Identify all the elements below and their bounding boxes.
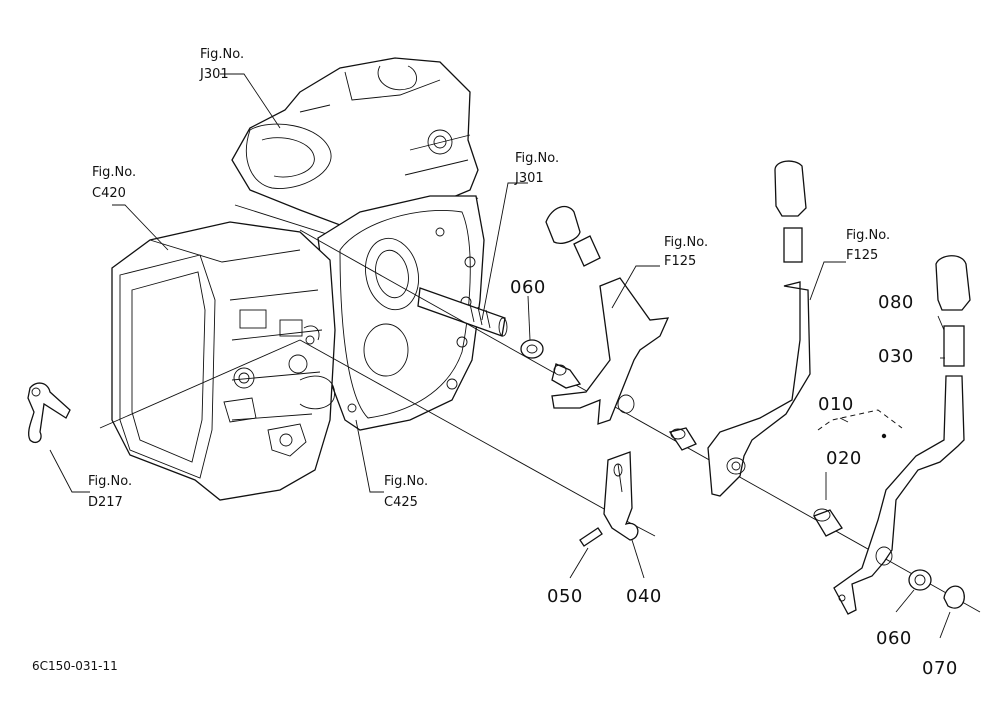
fig-ref-line1: Fig.No. (200, 47, 244, 62)
part-number-060-lower: 060 (876, 628, 912, 649)
fig-ref-line1: Fig.No. (88, 474, 132, 489)
part-number-020: 020 (826, 448, 862, 469)
transmission-housing-drawing (27, 57, 508, 501)
fig-ref-line2: F125 (846, 248, 878, 263)
part-number-040: 040 (626, 586, 662, 607)
leader-lines (49, 73, 951, 639)
part-number-070: 070 (922, 658, 958, 679)
arm-040 (603, 451, 639, 541)
figure-reference-j301-top: Fig.No. J301 (199, 47, 244, 82)
washer-060-upper (520, 339, 544, 359)
fig-ref-line2: J301 (199, 67, 229, 82)
fig-ref-line1: Fig.No. (515, 151, 559, 166)
washer-060-lower (908, 569, 932, 591)
pin-050 (579, 527, 603, 547)
part-number-030: 030 (878, 346, 914, 367)
fig-ref-line2: F125 (664, 254, 696, 269)
fig-ref-line2: J301 (514, 171, 544, 186)
shift-lever-right (707, 160, 811, 497)
fig-ref-line1: Fig.No. (664, 235, 708, 250)
clip-070 (943, 585, 965, 609)
collar-upper (551, 363, 582, 389)
fig-ref-line2: C420 (92, 186, 126, 201)
fig-ref-line2: D217 (88, 495, 123, 510)
part-number-080: 080 (878, 292, 914, 313)
lever-010 (833, 255, 971, 615)
diagram-code: 6C150-031-11 (32, 659, 118, 673)
figure-reference-c420: Fig.No. C420 (92, 165, 136, 201)
fig-ref-line1: Fig.No. (92, 165, 136, 180)
fig-ref-line1: Fig.No. (846, 228, 890, 243)
figure-reference-f125-right: Fig.No. F125 (846, 228, 890, 263)
fig-ref-line1: Fig.No. (384, 474, 428, 489)
shift-lever-left (545, 205, 670, 425)
figure-reference-f125-left: Fig.No. F125 (664, 235, 708, 269)
collar-middle (668, 427, 697, 451)
bushing-020 (813, 509, 843, 537)
fig-ref-line2: C425 (384, 495, 418, 510)
figure-reference-c425: Fig.No. C425 (384, 474, 428, 510)
part-number-010: 010 (818, 394, 854, 415)
figure-reference-j301-mid: Fig.No. J301 (514, 151, 559, 186)
figure-reference-d217: Fig.No. D217 (88, 474, 132, 510)
part-number-050: 050 (547, 586, 583, 607)
part-number-060-upper: 060 (510, 277, 546, 298)
